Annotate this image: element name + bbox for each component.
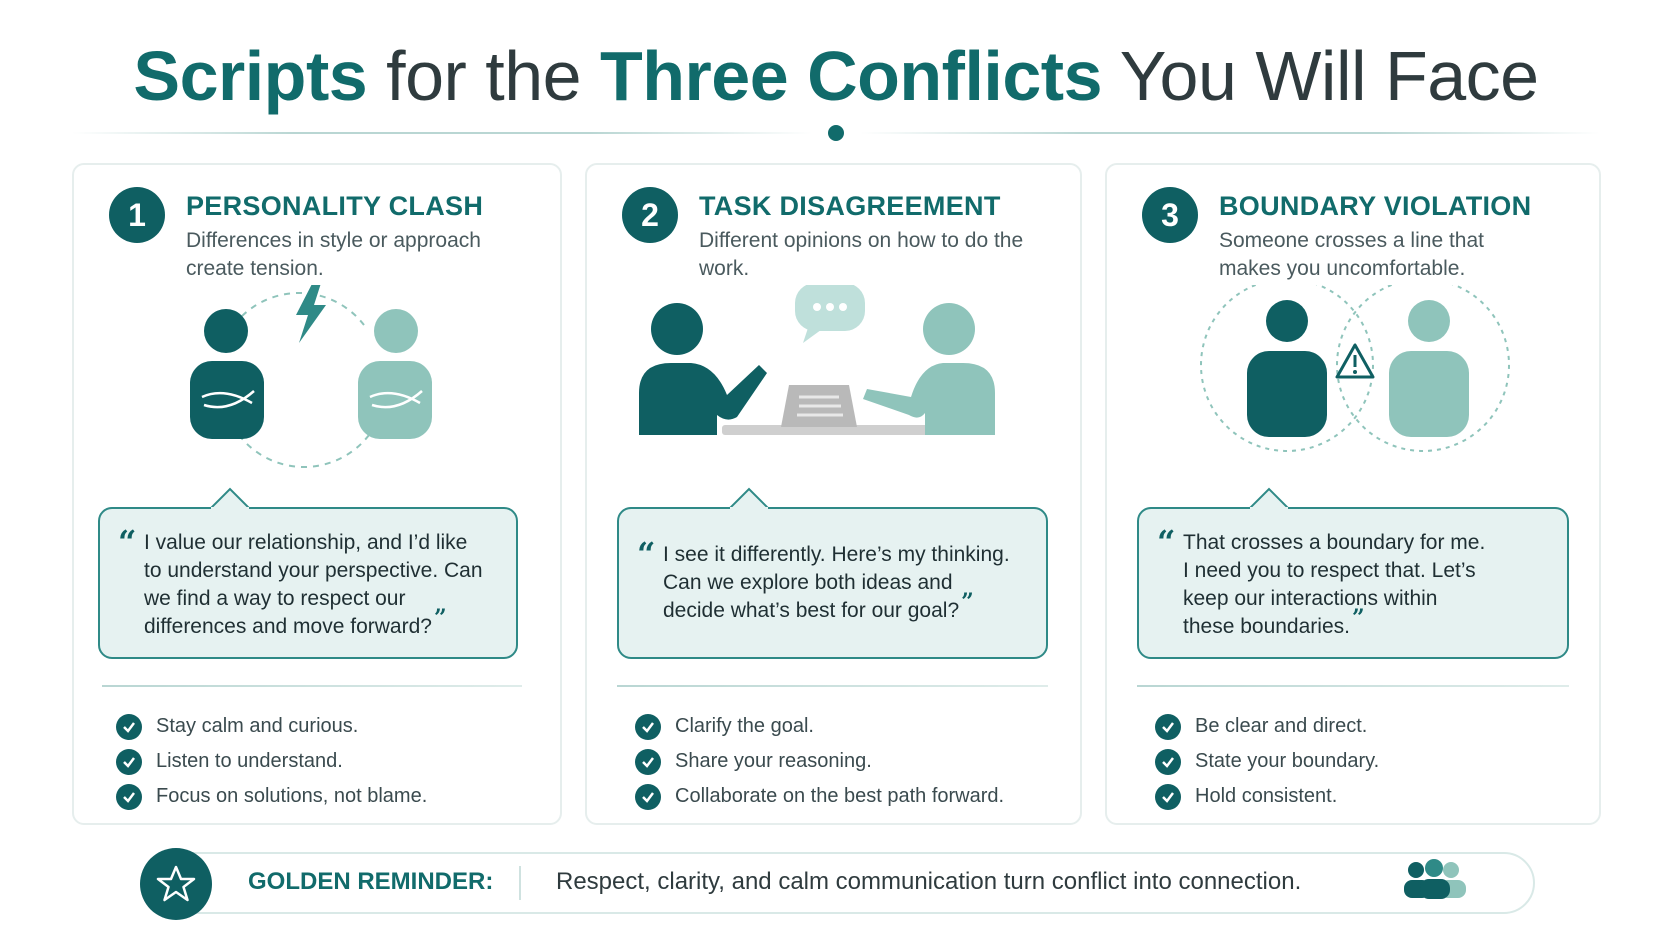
list-item: State your boundary. [1155,744,1379,779]
tip-text: Collaborate on the best path forward. [675,785,1005,807]
check-icon [1155,713,1181,740]
list-item: Clarify the goal. [635,709,1004,744]
check-icon [635,748,661,775]
card-task-disagreement: 2 TASK DISAGREEMENT Different opinions o… [585,163,1082,825]
golden-reminder-label: GOLDEN REMINDER: [248,868,494,895]
check-icon [116,713,142,740]
open-quote-icon: “ [118,523,137,561]
boundary-violation-icon [1200,285,1510,452]
card-title: BOUNDARY VIOLATION [1219,191,1532,221]
title-part-scripts: Scripts [133,37,368,115]
title-divider-left [72,132,812,134]
script-bubble: “ I see it differently. Here’s my thinki… [617,487,1048,659]
card-title: PERSONALITY CLASH [186,191,484,221]
tip-text: Listen to understand. [156,750,343,772]
bubble-tail [729,487,769,509]
personality-clash-icon [190,285,432,469]
card-subtitle: Different opinions on how to do the work… [699,229,1024,280]
title-part-for-the: for the [367,37,601,115]
card-separator [617,685,1048,687]
check-icon [116,748,142,775]
list-item: Hold consistent. [1155,779,1379,814]
page-title: Scripts for the Three Conflicts You Will… [0,36,1672,116]
warning-icon [1335,343,1375,379]
title-divider-dot [828,125,844,141]
tip-text: Be clear and direct. [1195,715,1368,737]
chat-bubble-icon [795,285,865,343]
list-item: Stay calm and curious. [116,709,427,744]
task-disagreement-icon [639,285,995,435]
check-icon [116,783,142,810]
check-icon [635,783,661,810]
star-icon [140,848,212,920]
script-quote: That crosses a boundary for me. I need y… [1183,531,1486,638]
title-part-three-conflicts: Three Conflicts [600,37,1103,115]
tip-text: Stay calm and curious. [156,715,359,737]
card-number-badge: 2 [622,187,678,243]
card-boundary-violation: 3 BOUNDARY VIOLATION Someone crosses a l… [1105,163,1601,825]
footer-divider [519,866,521,900]
card-number-badge: 3 [1142,187,1198,243]
tips-list: Stay calm and curious. Listen to underst… [116,709,427,814]
check-icon [1155,748,1181,775]
list-item: Listen to understand. [116,744,427,779]
script-quote: I value our relationship, and I’d like t… [144,531,483,638]
people-group-icon [1404,859,1466,899]
card-number-badge: 1 [109,187,165,243]
tip-text: Share your reasoning. [675,750,872,772]
list-item: Share your reasoning. [635,744,1004,779]
script-text: I see it differently. Here’s my thinking… [663,541,1013,625]
tip-text: Hold consistent. [1195,785,1338,807]
card-separator [102,685,522,687]
bubble-tail [1249,487,1289,509]
tip-text: Focus on solutions, not blame. [156,785,428,807]
check-icon [1155,783,1181,810]
script-bubble: “ That crosses a boundary for me. I need… [1137,487,1569,659]
list-item: Focus on solutions, not blame. [116,779,427,814]
script-quote: I see it differently. Here’s my thinking… [663,543,1010,622]
card-title: TASK DISAGREEMENT [699,191,1001,221]
card-subtitle: Someone crosses a line that makes you un… [1219,229,1484,280]
close-quote-icon: ” [433,605,447,631]
bubble-tail [210,487,250,509]
card-subtitle: Differences in style or approach create … [186,229,481,280]
tip-text: State your boundary. [1195,750,1380,772]
tip-text: Clarify the goal. [675,715,814,737]
close-quote-icon: ” [961,589,974,615]
title-divider-right [860,132,1600,134]
golden-reminder-text: Respect, clarity, and calm communication… [556,868,1302,895]
check-icon [635,713,661,740]
list-item: Collaborate on the best path forward. [635,779,1004,814]
card-personality-clash: 1 PERSONALITY CLASH Differences in style… [72,163,562,825]
tips-list: Be clear and direct. State your boundary… [1155,709,1379,814]
script-text: I value our relationship, and I’d like t… [144,529,484,641]
golden-reminder-banner [145,852,1535,914]
card-separator [1137,685,1569,687]
open-quote-icon: “ [1157,523,1176,561]
list-item: Be clear and direct. [1155,709,1379,744]
script-bubble: “ I value our relationship, and I’d like… [98,487,518,659]
script-text: That crosses a boundary for me. I need y… [1183,529,1493,641]
title-part-you-will-face: You Will Face [1102,37,1539,115]
lightning-icon [296,285,326,343]
open-quote-icon: “ [637,535,656,573]
tips-list: Clarify the goal. Share your reasoning. … [635,709,1004,814]
close-quote-icon: ” [1351,605,1365,631]
